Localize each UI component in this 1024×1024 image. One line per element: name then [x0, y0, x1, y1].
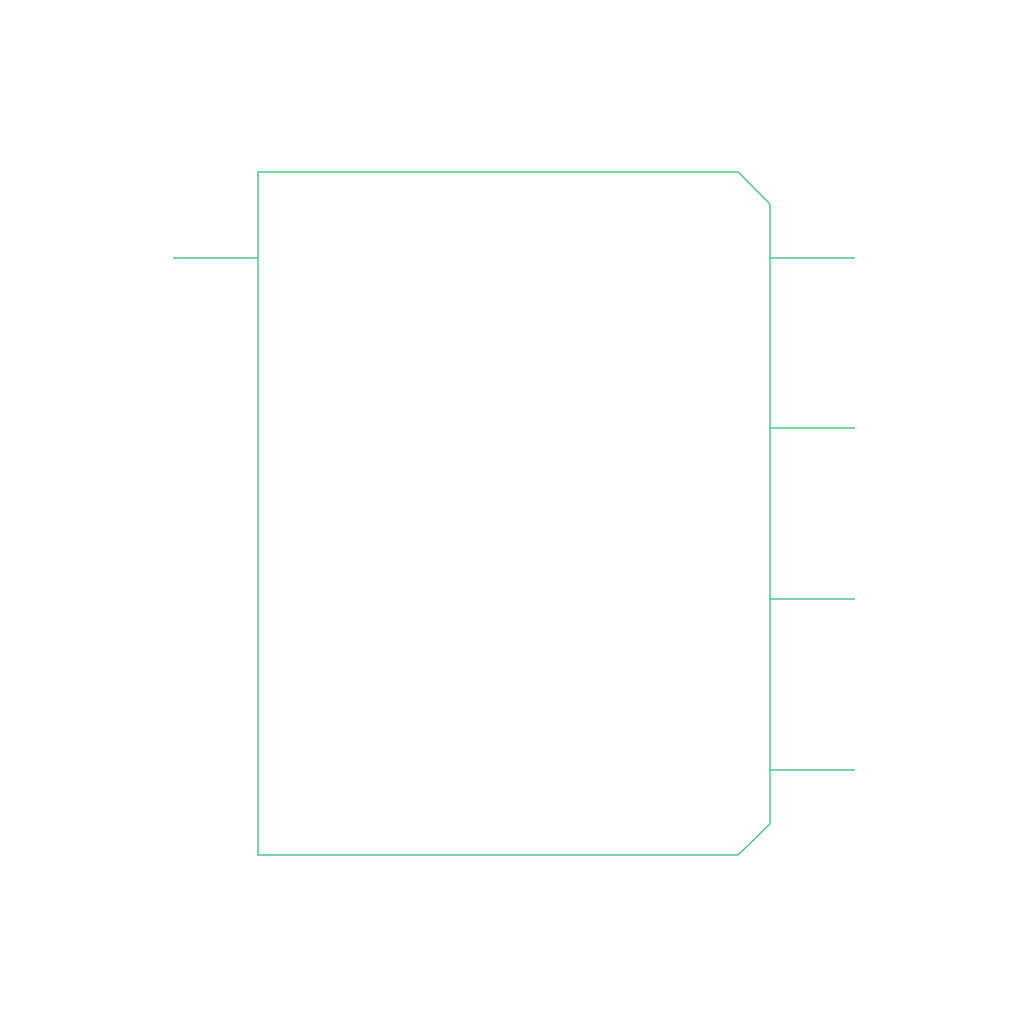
- block-body-outline: [257, 171, 771, 856]
